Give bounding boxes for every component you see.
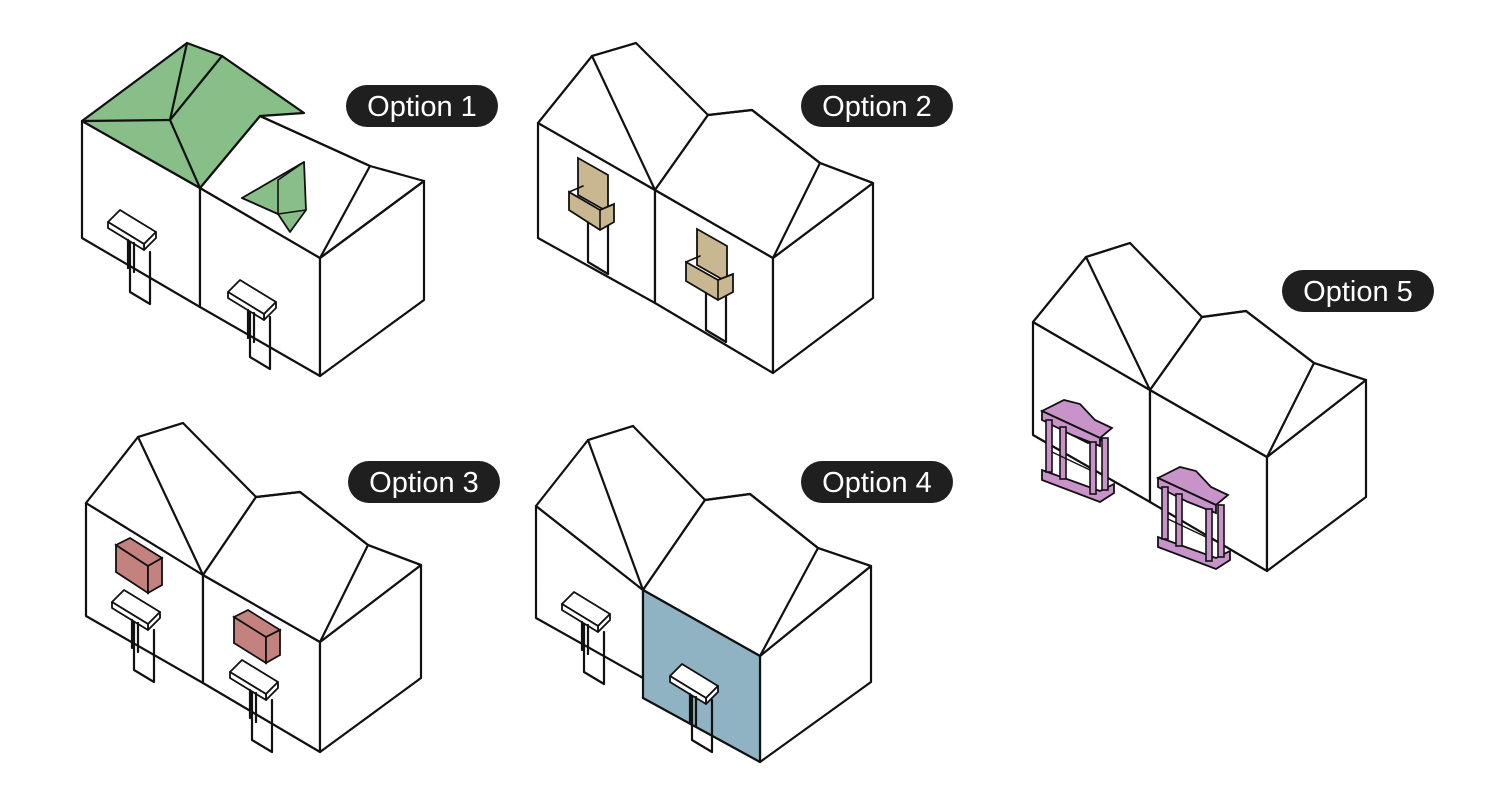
option-1-house (80, 41, 426, 378)
option-2-balcony-left (568, 156, 615, 232)
option-4-house (534, 424, 873, 764)
option-1-green-dormer (241, 161, 307, 233)
option-3-label-pill: Option 3 (348, 461, 500, 503)
option-5-porch-right (1155, 466, 1231, 571)
option-2-house (536, 41, 875, 375)
option-5-label: Option 5 (1303, 276, 1413, 308)
option-2-label: Option 2 (822, 91, 932, 123)
option-2-label-pill: Option 2 (801, 85, 953, 127)
option-4-label: Option 4 (822, 467, 932, 499)
option-3-house (84, 421, 423, 754)
option-1-label: Option 1 (367, 91, 477, 123)
option-2-balcony-right (685, 227, 734, 302)
option-5-label-pill: Option 5 (1282, 270, 1434, 312)
option-3-label: Option 3 (369, 467, 479, 499)
option-4-label-pill: Option 4 (801, 461, 953, 503)
option-3-red-box-left (114, 536, 164, 595)
option-5-porch-left (1039, 399, 1115, 504)
option-1-label-pill: Option 1 (346, 85, 498, 127)
option-3-red-box-right (232, 608, 282, 665)
option-5-house (1031, 241, 1368, 573)
